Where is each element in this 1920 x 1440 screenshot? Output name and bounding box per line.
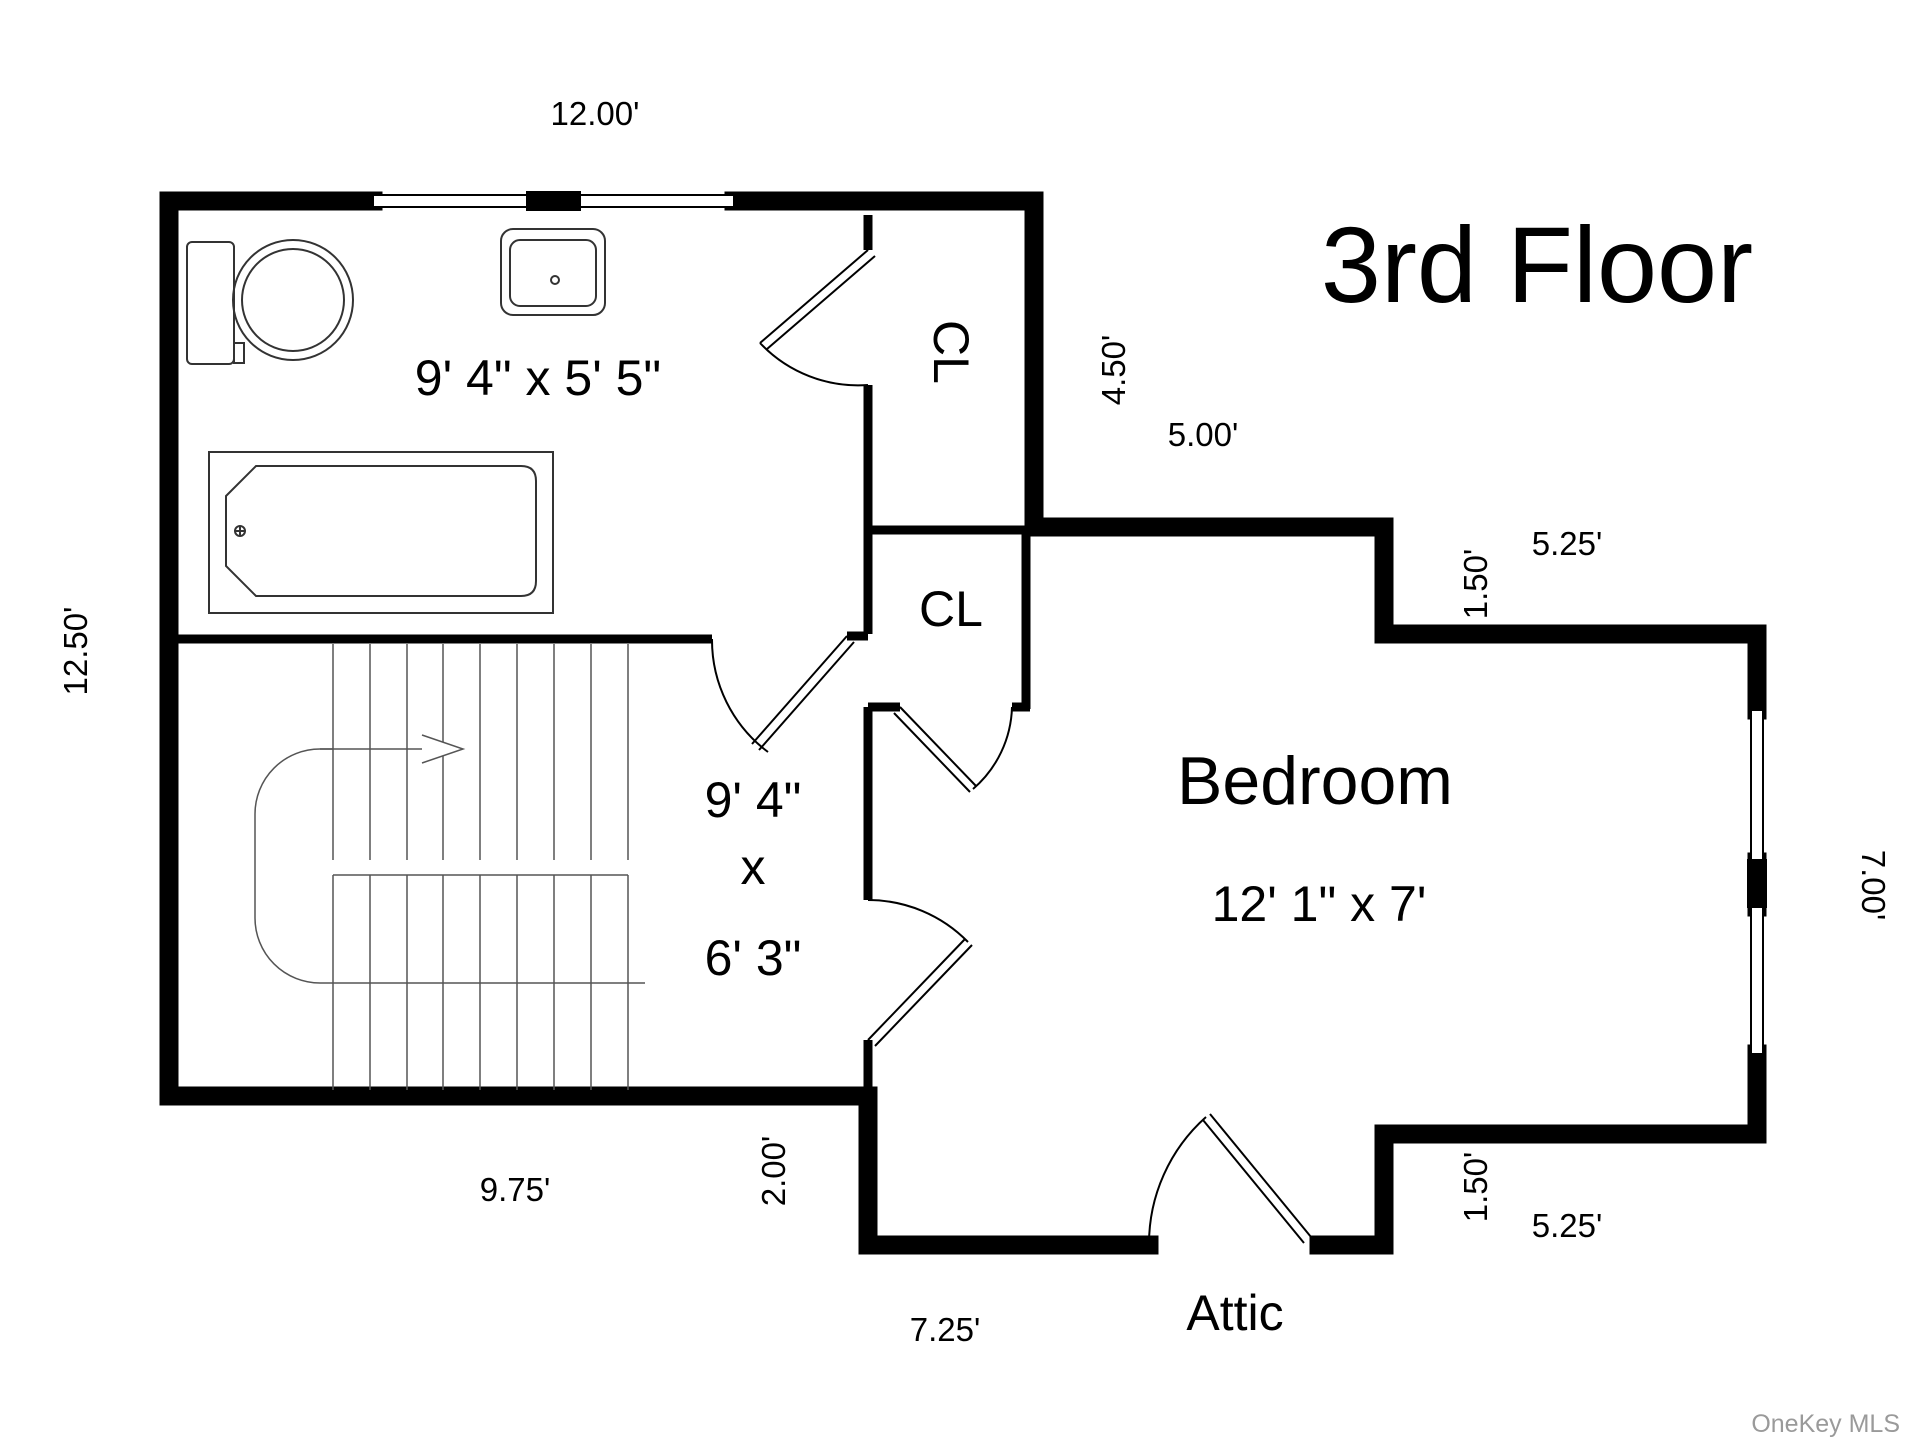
door-closet-top xyxy=(759,249,876,387)
walls xyxy=(159,191,1767,1255)
fixtures xyxy=(186,228,606,614)
floor-title: 3rd Floor xyxy=(1321,204,1753,325)
stairs xyxy=(254,644,645,1090)
window-mullion-right xyxy=(1747,859,1767,908)
sink-icon xyxy=(500,228,606,316)
dim-bottom-left-width: 9.75' xyxy=(480,1171,551,1208)
hall-size-line1: 9' 4" xyxy=(705,772,802,828)
door-bath-hall xyxy=(710,635,855,753)
hall-size-line2: x xyxy=(741,839,766,895)
windows xyxy=(372,191,1767,1055)
stair-turn xyxy=(254,748,333,984)
hall-size-line3: 6' 3" xyxy=(705,930,802,986)
door-hall-bedroom xyxy=(867,899,973,1047)
stair-treads xyxy=(332,644,629,1090)
window-right-lower xyxy=(1750,906,1764,1055)
bathroom-size: 9' 4" x 5' 5" xyxy=(415,350,661,406)
window-mullion-top xyxy=(526,191,581,211)
window-top-left xyxy=(372,194,528,208)
interior-walls xyxy=(175,215,1031,1096)
dim-bump-bottom-depth: 1.50' xyxy=(1457,1152,1494,1223)
dim-bottom-step: 2.00' xyxy=(755,1136,792,1207)
bedroom-label: Bedroom xyxy=(1177,743,1453,819)
closet-top-label: CL xyxy=(923,320,979,384)
dim-bump-bottom-width: 5.25' xyxy=(1532,1207,1603,1244)
dim-closet-depth: 4.50' xyxy=(1095,335,1132,406)
closet-mid-label: CL xyxy=(919,581,983,637)
bathtub-icon xyxy=(208,451,554,614)
dim-bottom-width: 7.25' xyxy=(910,1311,981,1348)
bedroom-size: 12' 1" x 7' xyxy=(1212,876,1427,932)
window-top-right xyxy=(579,194,735,208)
attic-label: Attic xyxy=(1186,1285,1283,1341)
dim-bump-top-depth: 1.50' xyxy=(1457,549,1494,620)
dim-left-height: 12.50' xyxy=(57,607,94,696)
doors xyxy=(710,249,1312,1246)
stair-arrow-icon xyxy=(421,734,466,764)
door-closet-mid xyxy=(893,706,1013,793)
dim-bump-top-width: 5.25' xyxy=(1532,525,1603,562)
watermark: OneKey MLS xyxy=(1751,1410,1900,1438)
dim-top-width: 12.00' xyxy=(551,95,640,132)
dim-step-width: 5.00' xyxy=(1168,416,1239,453)
window-right-upper xyxy=(1750,709,1764,861)
toilet-icon xyxy=(186,239,354,365)
dim-right-height: 7.00' xyxy=(1855,850,1892,921)
door-attic xyxy=(1147,1113,1312,1246)
